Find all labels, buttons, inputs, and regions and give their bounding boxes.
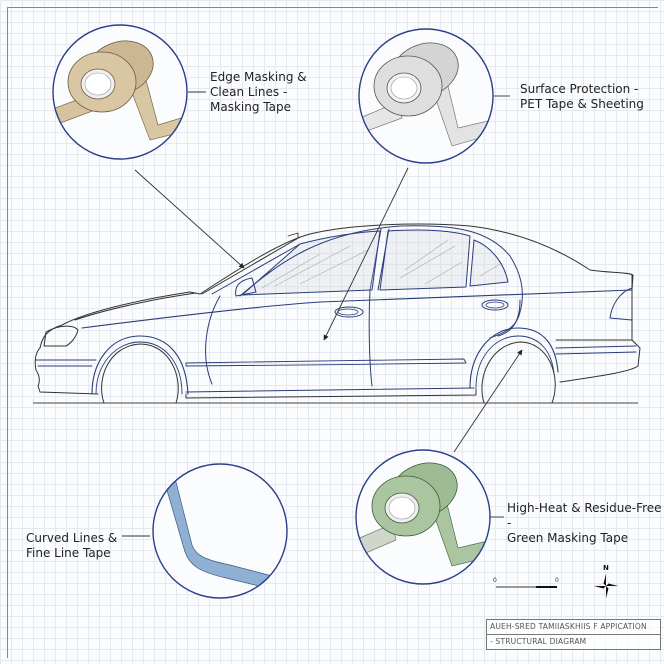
tape-roll-green-icon xyxy=(356,462,490,567)
callout-curved-lines-circle xyxy=(152,463,288,599)
callout-surface-protection-circle xyxy=(358,28,494,164)
callout-label-high-heat: High-Heat & Residue-Free - Green Masking… xyxy=(507,501,662,545)
drawing-frame xyxy=(7,7,658,658)
leader-lines xyxy=(122,91,523,537)
title-block-line2: - STRUCTURAL DIAGRAM xyxy=(487,634,660,649)
leader-surface-protection xyxy=(323,167,409,341)
title-block: AUEH-SRED TAMIIASKHIIS F APPICATION - ST… xyxy=(486,619,661,650)
tape-roll-clear-icon xyxy=(359,42,493,147)
callout-label-edge-masking: Edge Masking & Clean Lines - Masking Tap… xyxy=(210,70,307,114)
callout-edge-masking-circle xyxy=(52,24,188,160)
tape-roll-beige-icon xyxy=(53,40,187,141)
compass-rose-icon xyxy=(594,574,618,598)
callout-label-curved-lines: Curved Lines & Fine Line Tape xyxy=(26,531,118,560)
title-block-line1: AUEH-SRED TAMIIASKHIIS F APPICATION xyxy=(490,622,647,631)
callout-high-heat-circle xyxy=(355,449,491,585)
scale-end-label: 0 xyxy=(555,577,559,584)
leader-edge-masking xyxy=(134,169,245,269)
callout-label-surface-protection: Surface Protection - PET Tape & Sheeting xyxy=(520,82,644,111)
leader-high-heat xyxy=(453,349,523,453)
car-side-view xyxy=(34,223,641,404)
compass-north-label: N xyxy=(603,564,609,572)
scale-start-label: 0 xyxy=(493,577,497,584)
